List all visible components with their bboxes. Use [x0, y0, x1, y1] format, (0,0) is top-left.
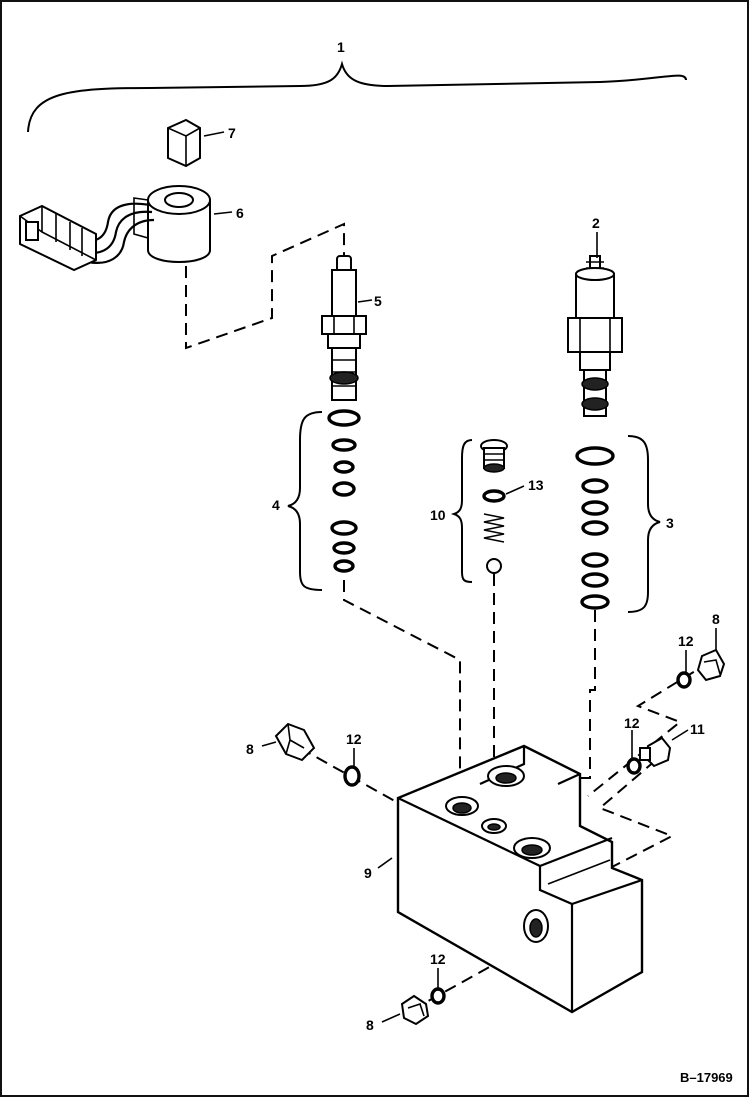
assembly-brace: [27, 60, 687, 133]
leader-13: [505, 485, 525, 495]
assembly-line-plug-right-upper: [587, 661, 711, 797]
brace-3: [627, 435, 661, 613]
assembly-line-plug-right-lower: [598, 747, 675, 869]
callout-12-right-lower: 12: [624, 715, 640, 731]
callout-5: 5: [374, 293, 382, 309]
callout-3: 3: [666, 515, 674, 531]
valve-block-9: [396, 744, 644, 1014]
plug-8-right: [696, 648, 726, 682]
check-valve-plug: [480, 439, 508, 473]
callout-7: 7: [228, 125, 236, 141]
fitting-11: [639, 736, 672, 768]
callout-2: 2: [592, 215, 600, 231]
callout-11: 11: [690, 721, 705, 737]
callout-12-bottom: 12: [430, 951, 446, 967]
callout-8-right: 8: [712, 611, 720, 627]
check-ball: [486, 558, 502, 574]
callout-10: 10: [430, 507, 446, 523]
brace-4: [287, 411, 323, 591]
solenoid-coil-6: [133, 185, 211, 263]
callout-8-bottom: 8: [366, 1017, 374, 1033]
callout-12-left: 12: [346, 731, 362, 747]
leader-8c: [381, 1013, 401, 1023]
leader-11: [671, 729, 689, 741]
assembly-line-cartridge: [343, 580, 461, 790]
o-ring-12-right-upper: [676, 671, 692, 689]
seal-kit-4: [327, 409, 361, 573]
plug-8-left: [274, 722, 316, 762]
leader-7: [203, 131, 225, 137]
leader-6: [213, 211, 233, 215]
brace-10: [450, 439, 473, 583]
o-ring-12-bottom: [430, 987, 446, 1005]
callout-6: 6: [236, 205, 244, 221]
assembly-line-relief: [532, 610, 596, 840]
callout-8-left: 8: [246, 741, 254, 757]
leader-9: [377, 857, 393, 869]
callout-1: 1: [337, 39, 345, 55]
callout-4: 4: [272, 497, 280, 513]
plug-8-bottom: [400, 994, 430, 1026]
o-ring-12-left: [343, 765, 361, 787]
callout-9: 9: [364, 865, 372, 881]
electrical-connector: [19, 204, 97, 272]
callout-13: 13: [528, 477, 544, 493]
seal-kit-3: [575, 446, 615, 610]
solenoid-cartridge-5: [321, 255, 367, 401]
callout-12-right-upper: 12: [678, 633, 694, 649]
o-ring-13: [482, 489, 506, 503]
nut-7: [167, 118, 201, 168]
check-spring: [483, 513, 505, 543]
relief-valve-2: [567, 255, 623, 417]
leader-8a: [261, 741, 277, 747]
assembly-line-coil: [185, 222, 345, 350]
figure-number: B–17969: [680, 1070, 733, 1085]
o-ring-12-right-lower: [626, 757, 642, 775]
leader-5: [357, 299, 373, 303]
